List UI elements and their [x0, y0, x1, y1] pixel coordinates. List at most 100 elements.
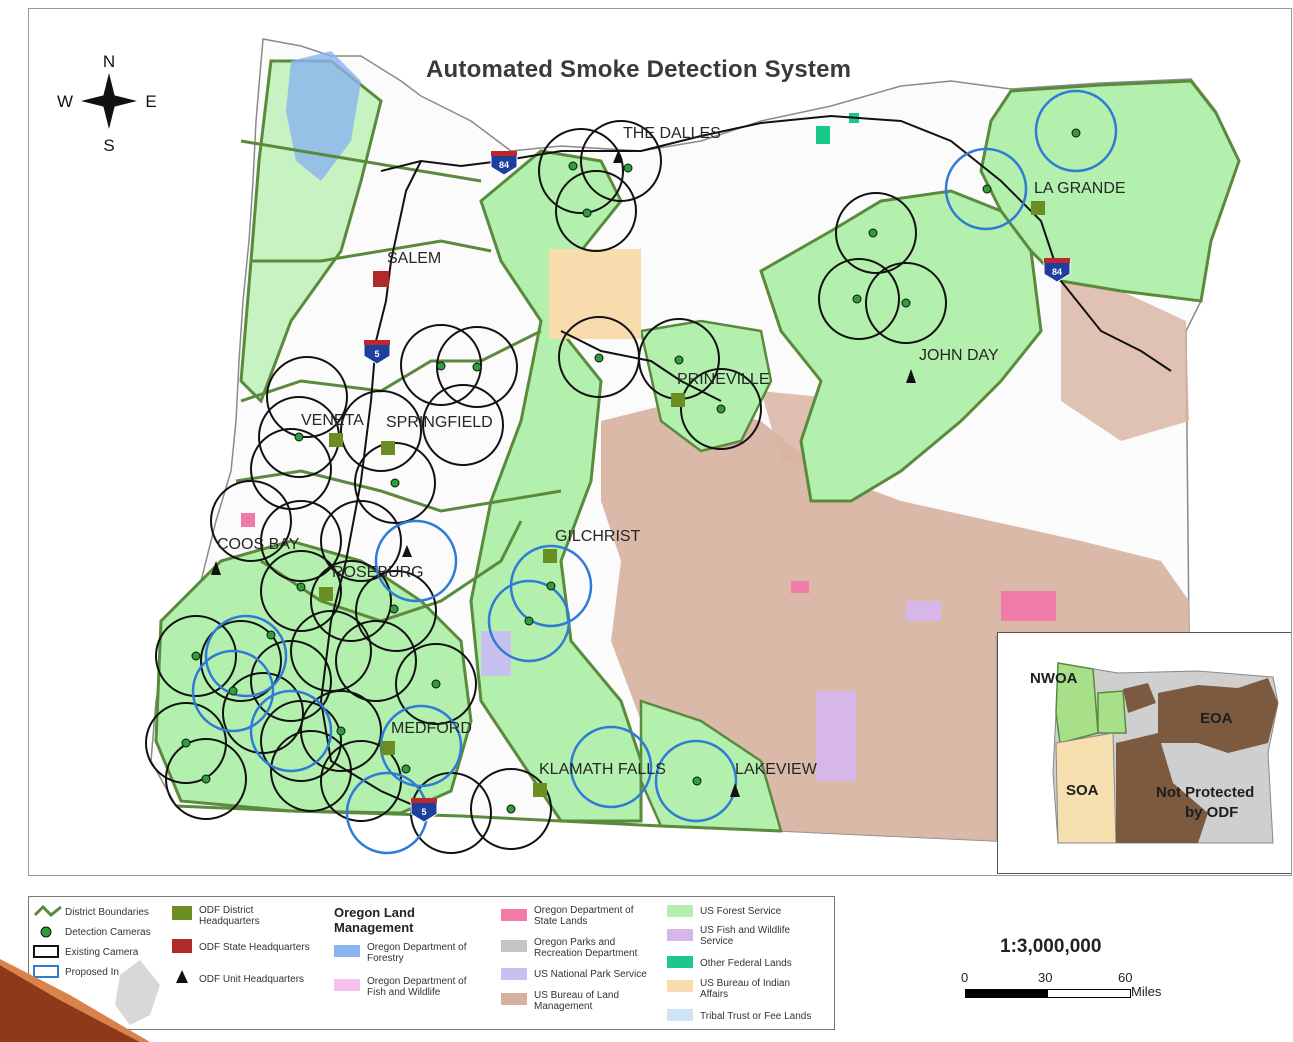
compass-east: E — [145, 92, 156, 111]
legend-oprd-line1: Oregon Parks and — [534, 937, 616, 948]
state-lands-1 — [1001, 591, 1056, 621]
corner-decoration — [0, 959, 160, 1042]
odf-unit-hq-markers — [211, 151, 916, 797]
city-coos-bay: COOS BAY — [217, 536, 300, 553]
svg-text:5: 5 — [374, 349, 379, 359]
legend-bia-line2: Affairs — [700, 989, 729, 1000]
inset-map: NWOA EOA SOA Not Protected by ODF — [997, 632, 1291, 874]
i84-shield-west: 84 — [490, 151, 518, 176]
inset-eoa: EOA — [1200, 710, 1233, 727]
legend-district-hq-line2: Headquarters — [199, 916, 260, 927]
svg-text:84: 84 — [499, 160, 509, 170]
legend-odfw-line1: Oregon Department of — [367, 976, 467, 987]
blm-lands — [601, 401, 1189, 841]
i5-shield-south: 5 — [410, 798, 438, 823]
inset-nwoa: NWOA — [1030, 670, 1078, 687]
map-title: Automated Smoke Detection System — [426, 56, 852, 83]
legend-usfws-line2: Service — [700, 936, 734, 947]
city-springfield: SPRINGFIELD — [386, 414, 493, 431]
compass-north: N — [103, 52, 115, 71]
scale-tick-60: 60 — [1118, 970, 1133, 985]
city-salem: SALEM — [387, 250, 441, 267]
legend-blm-line1: US Bureau of Land — [534, 990, 620, 1001]
legend-usfs: US Forest Service — [700, 906, 782, 917]
legend-bia-line1: US Bureau of Indian — [700, 978, 791, 989]
indian-affairs-lands — [549, 249, 641, 339]
map-frame: 84 84 5 5 N S E W THE DALLE — [28, 8, 1292, 876]
legend: District Boundaries Detection Cameras Ex… — [28, 896, 835, 1030]
legend-unit-hq-icon — [176, 970, 188, 983]
legend-state-hq-icon — [172, 939, 192, 953]
legend-bia-swatch — [667, 980, 693, 992]
i5-shield-north: 5 — [363, 340, 391, 365]
legend-other-fed-swatch — [667, 956, 693, 968]
legend-nps-swatch — [501, 968, 527, 980]
legend-detection-cameras: Detection Cameras — [65, 927, 151, 938]
odf-forestry-lands — [286, 51, 361, 181]
scale-unit: Miles — [1131, 984, 1162, 999]
odf-district-hq-markers — [319, 201, 1045, 797]
legend-oprd-line2: Recreation Department — [534, 948, 638, 959]
other-federal-1 — [816, 126, 830, 144]
compass-rose: N S E W — [57, 52, 157, 155]
inset-svg: NWOA EOA SOA Not Protected by ODF — [1030, 662, 1279, 844]
legend-odfw-swatch — [334, 979, 360, 991]
nps-lands-2 — [816, 691, 856, 781]
legend-usfws-line1: US Fish and Wildlife — [700, 925, 791, 936]
legend-other-fed: Other Federal Lands — [700, 958, 792, 969]
legend-tribal: Tribal Trust or Fee Lands — [700, 1011, 812, 1022]
legend-district-boundaries-swatch — [33, 905, 62, 918]
legend-nps: US National Park Service — [534, 969, 647, 980]
city-john-day: JOHN DAY — [919, 347, 999, 364]
city-lakeview: LAKEVIEW — [735, 761, 818, 778]
svg-text:5: 5 — [421, 807, 426, 817]
legend-district-hq-line1: ODF District — [199, 905, 254, 916]
legend-proposed-swatch — [33, 965, 59, 978]
legend-odfw-line2: Fish and Wildlife — [367, 987, 441, 998]
city-medford: MEDFORD — [391, 720, 472, 737]
usfs-bluemtn — [759, 189, 1043, 503]
legend-usfs-swatch — [667, 905, 693, 917]
inset-soa: SOA — [1066, 782, 1099, 799]
legend-detection-cameras-swatch — [40, 926, 52, 938]
scale-bar — [965, 989, 1131, 998]
state-lands-2 — [791, 581, 809, 593]
city-klamath-falls: KLAMATH FALLS — [539, 761, 666, 778]
usfs-east — [979, 79, 1241, 303]
inset-not-protected-line2: by ODF — [1185, 804, 1238, 821]
city-prineville: PRINEVILLE — [677, 371, 769, 388]
proposed-cameras — [191, 89, 1118, 855]
legend-dsl-swatch — [501, 909, 527, 921]
legend-blm-swatch — [501, 993, 527, 1005]
legend-odf-swatch — [334, 945, 360, 957]
usfs-central — [639, 319, 773, 453]
existing-cameras — [145, 120, 947, 854]
legend-existing-camera: Existing Camera — [65, 947, 139, 958]
legend-unit-hq: ODF Unit Headquarters — [199, 974, 305, 985]
city-la-grande: LA GRANDE — [1034, 180, 1126, 197]
legend-blm-line2: Management — [534, 1001, 593, 1012]
legend-proposed: Proposed In — [65, 967, 119, 978]
city-roseburg: ROSEBURG — [332, 564, 424, 581]
scale-tick-0: 0 — [961, 970, 969, 985]
map-scale-ratio: 1:3,000,000 — [1000, 936, 1102, 957]
scale-tick-30: 30 — [1038, 970, 1053, 985]
legend-land-heading-line1: Oregon Land — [334, 905, 415, 920]
legend-district-boundaries: District Boundaries — [65, 907, 149, 918]
legend-usfws-swatch — [667, 929, 693, 941]
legend-oprd-swatch — [501, 940, 527, 952]
legend-odf-line2: Forestry — [367, 953, 404, 964]
i84-shield-east: 84 — [1043, 258, 1071, 283]
legend-dsl-line2: State Lands — [534, 916, 588, 927]
compass-south: S — [103, 136, 114, 155]
state-lands-3 — [241, 513, 255, 527]
oregon-map[interactable]: 84 84 5 5 N S E W THE DALLE — [29, 9, 1291, 875]
legend-tribal-swatch — [667, 1009, 693, 1021]
detection-camera-dots — [181, 128, 1081, 814]
city-gilchrist: GILCHRIST — [555, 528, 641, 545]
odf-state-hq-marker — [373, 271, 389, 287]
legend-state-hq: ODF State Headquarters — [199, 942, 310, 953]
usfws-lands — [906, 601, 941, 621]
city-veneta: VENETA — [301, 412, 364, 429]
legend-odf-line1: Oregon Department of — [367, 942, 467, 953]
